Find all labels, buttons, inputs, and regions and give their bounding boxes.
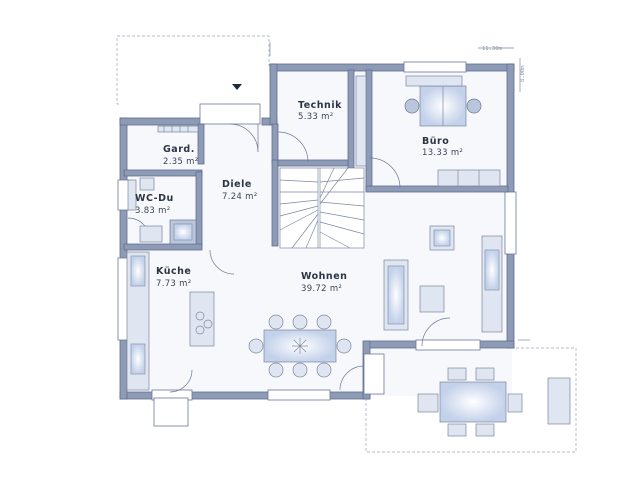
staircase: [279, 167, 365, 249]
kitchen-counters: [126, 251, 215, 391]
room-area-buero: 13.33 m²: [422, 148, 463, 158]
room-name-diele: Diele: [222, 179, 252, 190]
room-area-diele: 7.24 m²: [222, 192, 257, 202]
doors: [127, 123, 451, 393]
room-area-wc-du: 3.83 m²: [135, 206, 170, 216]
entrance-arrow-icon: [232, 84, 242, 90]
dimension-width: 11.30m: [482, 46, 503, 52]
office-furniture: [355, 75, 501, 187]
dimension-depth: 8.00m: [520, 65, 526, 82]
dining-table: [248, 314, 352, 378]
room-area-wohnen: 39.72 m²: [301, 284, 342, 294]
room-name-wc-du: WC-Du: [135, 193, 174, 204]
bathroom-fixtures: [127, 177, 197, 245]
room-name-gard: Gard.: [163, 144, 195, 155]
room-name-technik: Technik: [298, 100, 342, 111]
living-furniture: [383, 225, 503, 333]
room-area-gard: 2.35 m²: [163, 157, 198, 167]
room-labels: Technik 5.33 m² Büro 13.33 m² Gard. 2.35…: [135, 100, 463, 294]
terrace-table: [417, 367, 571, 437]
room-name-kueche: Küche: [156, 266, 191, 277]
room-name-wohnen: Wohnen: [301, 271, 347, 282]
wardrobe: [157, 125, 199, 133]
room-area-technik: 5.33 m²: [298, 112, 333, 122]
room-area-kueche: 7.73 m²: [156, 279, 191, 289]
dimension-markers: 11.30m 8.00m: [269, 42, 530, 341]
room-name-buero: Büro: [422, 136, 449, 147]
interior-walls: [123, 69, 509, 251]
